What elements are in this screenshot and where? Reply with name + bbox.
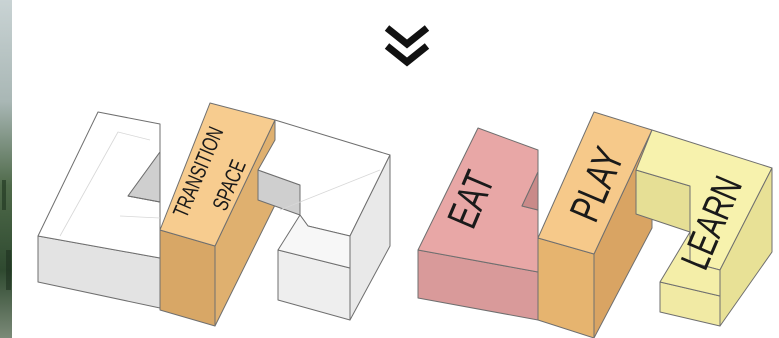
left-white-block <box>37 111 161 309</box>
learn-block <box>635 129 773 327</box>
double-chevron-down-icon <box>384 25 430 67</box>
photo-edge-image <box>0 0 12 338</box>
left-massing-diagram <box>37 102 391 327</box>
right-massing-diagram <box>417 111 773 338</box>
right-white-block <box>257 119 391 321</box>
eat-block <box>417 127 539 321</box>
